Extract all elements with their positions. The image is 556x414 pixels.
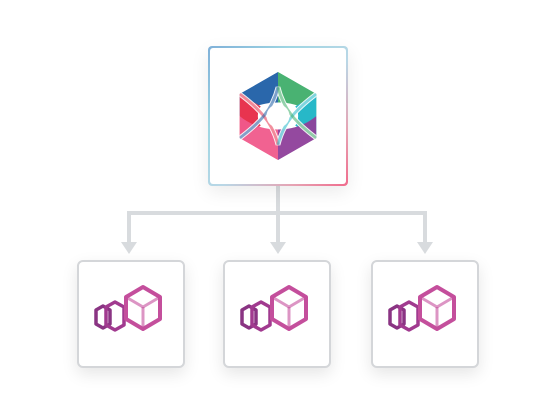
- multicolor-hexagon-mesh-logo-icon: [230, 68, 326, 164]
- arrow-head-center: [270, 242, 286, 254]
- stacked-hexagons-proxy-logo-icon: [89, 279, 173, 349]
- parent-node: [208, 46, 348, 186]
- stacked-hexagons-proxy-logo-icon: [235, 279, 319, 349]
- child-node-left: [77, 260, 185, 368]
- arrow-head-right: [417, 242, 433, 254]
- child-node-center: [223, 260, 331, 368]
- stacked-hexagons-proxy-logo-icon: [383, 279, 467, 349]
- arrow-head-left: [121, 242, 137, 254]
- parent-node-body: [210, 48, 346, 184]
- child-node-right: [371, 260, 479, 368]
